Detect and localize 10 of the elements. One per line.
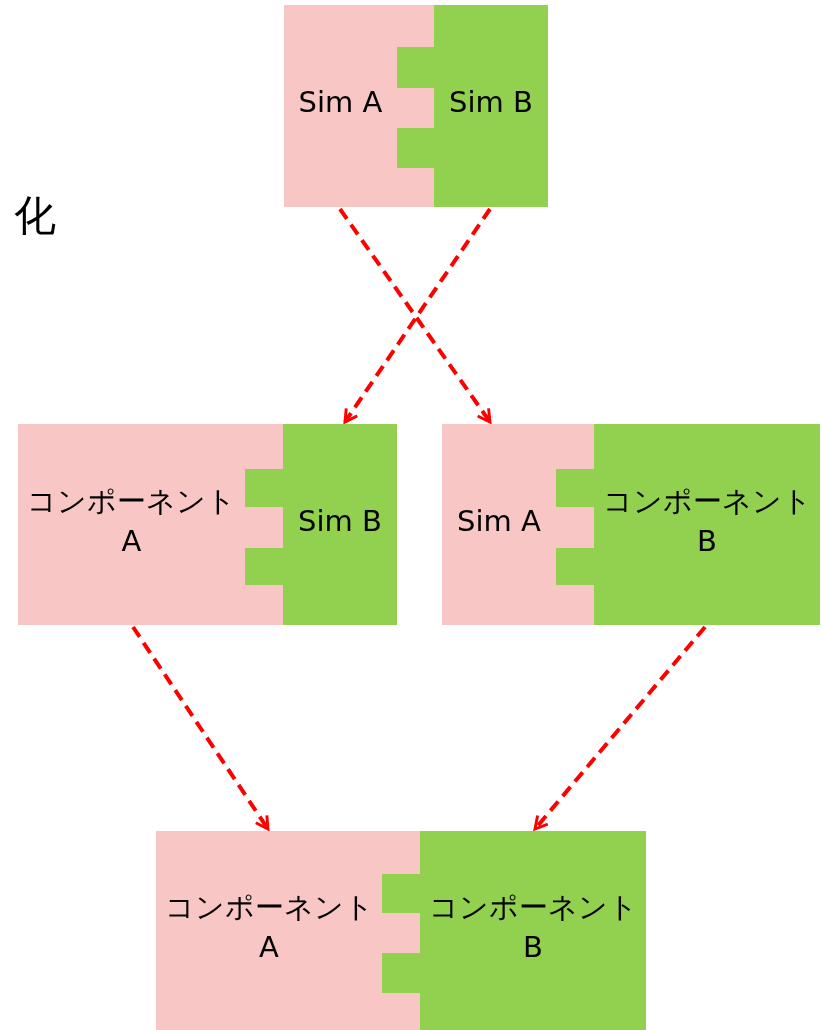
node-label: Sim B (297, 502, 383, 540)
node-label: コンポーネント A (26, 482, 237, 560)
node-label: コンポーネント B (601, 482, 813, 560)
node-label: Sim B (448, 84, 534, 121)
dashed-arrow (131, 625, 270, 831)
heading-fragment: 化 (14, 190, 56, 242)
node-label: コンポーネント B (427, 888, 639, 966)
node-label: コンポーネント A (163, 888, 375, 966)
dashed-arrow (533, 625, 707, 831)
node-label: Sim A (456, 502, 542, 540)
